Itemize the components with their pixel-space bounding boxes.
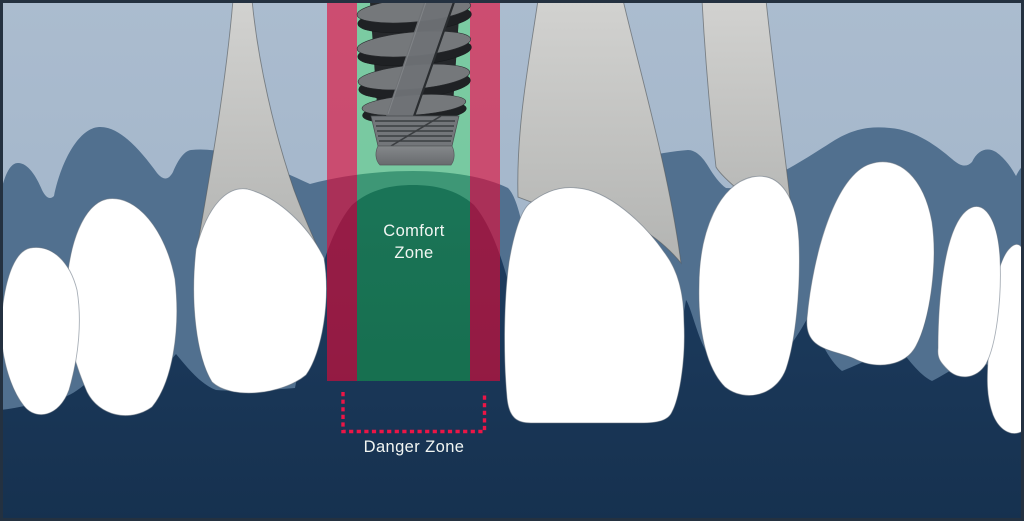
tooth-crown-right-incisor — [504, 187, 685, 424]
implant-collar — [375, 145, 455, 166]
tooth-crown-second-premolar-right — [937, 206, 1001, 378]
danger-zone-label: Danger Zone — [364, 438, 465, 456]
tooth-crown-right-canine — [698, 175, 800, 396]
danger-zone-band-left — [327, 2, 357, 381]
implant-helix-shadow-edge — [410, 1, 456, 123]
implant-rib-seam — [390, 115, 442, 147]
implant-screw — [356, 0, 472, 166]
danger-zone-band-right — [470, 2, 500, 381]
tooth-crown-first-premolar-right — [806, 161, 935, 366]
tooth-crown-left-incisor — [65, 198, 178, 416]
implant-helix-highlight-edge — [387, 1, 427, 115]
comfort-zone-label-line1: Comfort — [383, 222, 444, 240]
comfort-zone-label-line2: Zone — [394, 244, 433, 262]
tooth-crown-far-left — [0, 247, 80, 415]
tooth-crown-left-canine — [193, 188, 327, 394]
implant-helix-seam — [386, 2, 454, 122]
danger-zone-bracket — [341, 392, 487, 434]
